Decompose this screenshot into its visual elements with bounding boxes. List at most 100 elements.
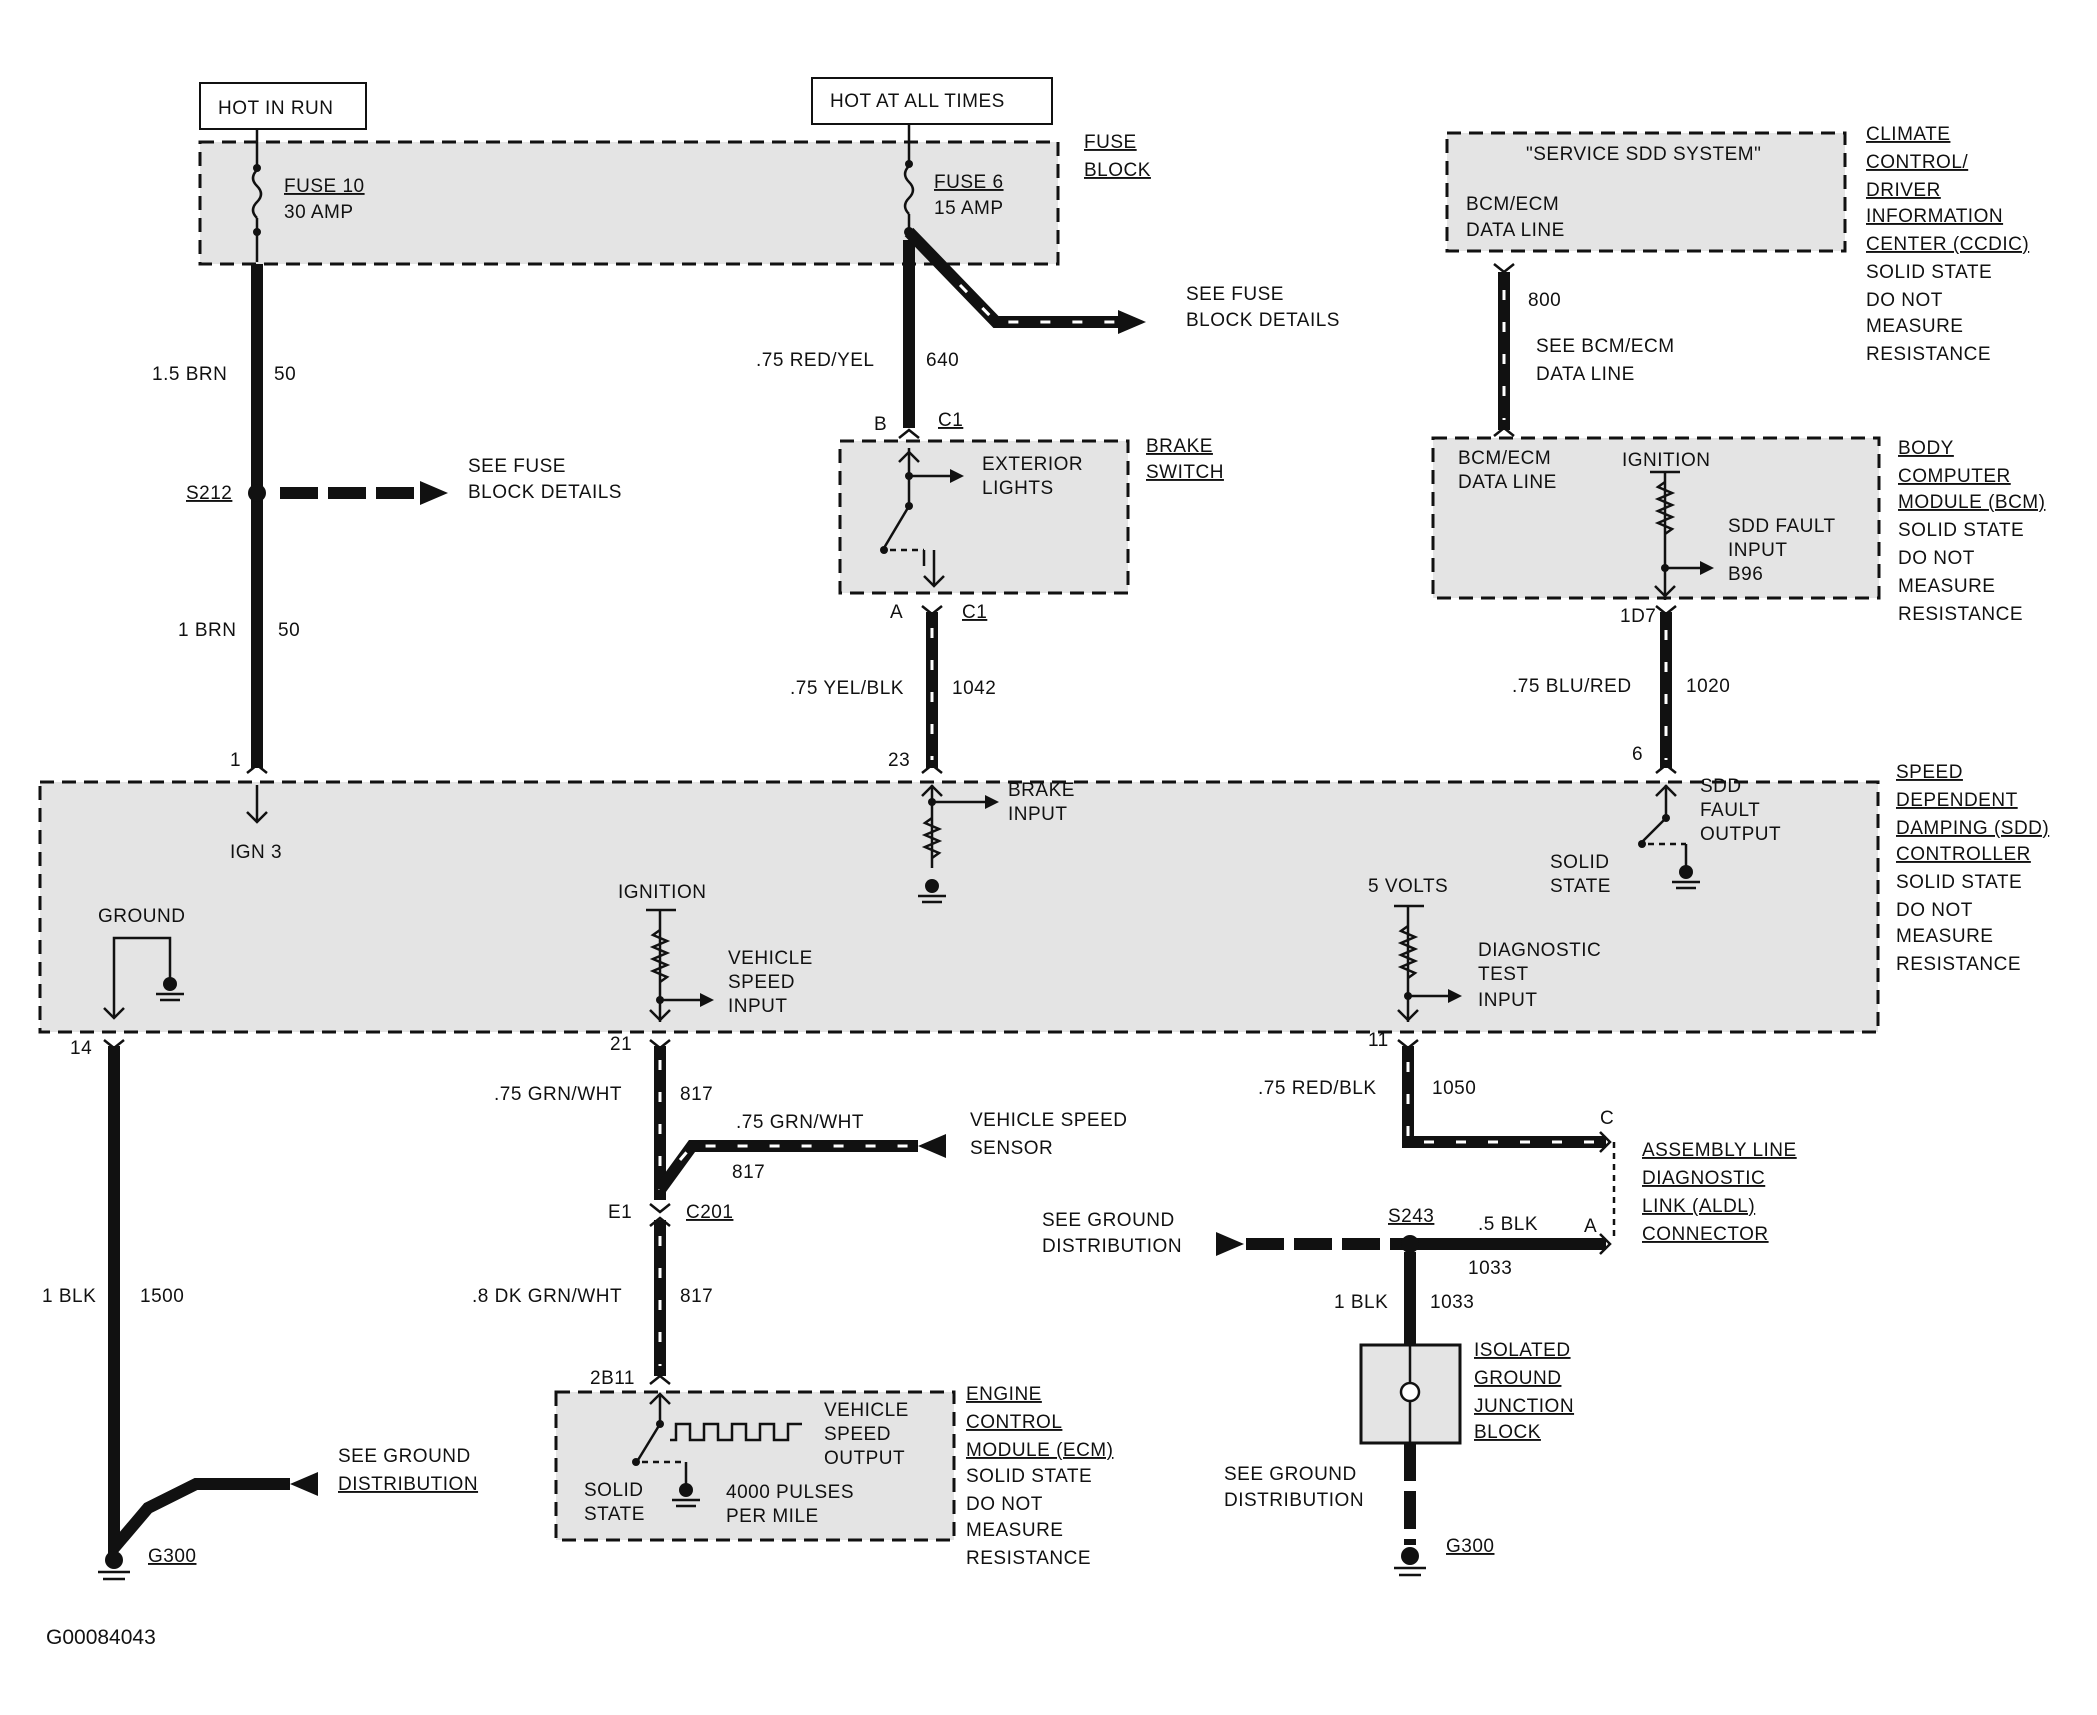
ground-ref-a-arrow <box>290 1472 318 1496</box>
ccdic-title-2: CONTROL/ <box>1866 152 1968 173</box>
c201-connector-top <box>649 1203 671 1214</box>
brake-switch-out-arrow <box>923 575 945 588</box>
ign3-label: IGN 3 <box>230 842 282 863</box>
brake-ext-node <box>905 472 913 480</box>
ref-gnd-c-2: DISTRIBUTION <box>1224 1490 1364 1511</box>
sdd-ground-trace <box>112 936 172 1018</box>
aldl-title-4: CONNECTOR <box>1642 1224 1769 1245</box>
wire-817-gauge-c: .8 DK GRN/WHT <box>472 1286 622 1307</box>
wire-50-circuit-lower: 50 <box>278 620 300 641</box>
bcm-title-2: COMPUTER <box>1898 466 2011 487</box>
brake-input-arrow-up <box>921 784 943 797</box>
fuse6-branch-stripe <box>958 283 1118 324</box>
ecm-switch-blade <box>636 1423 662 1461</box>
ccdic-note-2: DO NOT <box>1866 290 1943 311</box>
bcm-fault-resistor <box>1654 480 1676 536</box>
igjb-title-2: GROUND <box>1474 1368 1561 1389</box>
ecm-note-2: DO NOT <box>966 1494 1043 1515</box>
brake-input-label-1: BRAKE <box>1008 780 1075 801</box>
pin-21-label: 21 <box>610 1034 632 1055</box>
sdd-ignition-label: IGNITION <box>618 882 706 903</box>
pin-1-label: 1 <box>230 750 241 771</box>
bcm-title-1: BODY <box>1898 438 1954 459</box>
ref-fuse-details-a-1: SEE FUSE <box>468 456 566 477</box>
ecm-pulse-waveform <box>670 1422 802 1442</box>
brake-input-resistor <box>921 816 943 860</box>
sdd-vss-tap-arrow <box>700 993 714 1007</box>
sdd-vss-1: VEHICLE <box>728 948 813 969</box>
wire-817-circuit-c: 817 <box>680 1286 713 1307</box>
bcm-note-2: DO NOT <box>1898 548 1975 569</box>
sdd-ground-dot <box>163 977 177 991</box>
wire-640-circuit: 640 <box>926 350 959 371</box>
splice-s243-label: S243 <box>1388 1206 1434 1227</box>
sdd-vss-arrow-down <box>649 1009 671 1022</box>
sdd-fault-label-3: OUTPUT <box>1700 824 1781 845</box>
pin-1-connector <box>246 763 268 774</box>
sdd-diag-1: DIAGNOSTIC <box>1478 940 1601 961</box>
fuse6-terminal <box>905 160 913 168</box>
wire-1020-gauge: .75 BLU/RED <box>1512 676 1632 697</box>
ref-vss-2: SENSOR <box>970 1138 1053 1159</box>
ecm-title-1: ENGINE <box>966 1384 1042 1405</box>
wire-1033-gauge-a: .5 BLK <box>1478 1214 1538 1235</box>
pin-6-connector <box>1655 763 1677 774</box>
splice-s212-label: S212 <box>186 483 232 504</box>
sdd-note-1: SOLID STATE <box>1896 872 2022 893</box>
ref-fuse-details-a-2: BLOCK DETAILS <box>468 482 622 503</box>
fuse10-terminal <box>253 164 261 172</box>
sdd-fault-label-1: SDD <box>1700 776 1742 797</box>
fuse6-symbol <box>903 165 915 215</box>
ecm-solid-2: STATE <box>584 1504 645 1525</box>
brake-switch-title-2: SWITCH <box>1146 462 1224 483</box>
brake-input-ground-dot <box>925 879 939 893</box>
igjb-terminal <box>1399 1381 1421 1403</box>
sdd-vss-resistor <box>649 928 671 984</box>
pin-23-connector <box>921 763 943 774</box>
ecm-out-arrow <box>649 1392 671 1405</box>
brake-conn-c1-top: C1 <box>938 410 963 431</box>
brake-pin-b-connector <box>898 428 920 439</box>
brake-switch-title-1: BRAKE <box>1146 436 1213 457</box>
igjb-title-1: ISOLATED <box>1474 1340 1571 1361</box>
ecm-switch-contact <box>632 1458 640 1466</box>
ref-fuse-details-b-1: SEE FUSE <box>1186 284 1284 305</box>
sdd-solid-1: SOLID <box>1550 852 1610 873</box>
pin-6-label: 6 <box>1632 744 1643 765</box>
wire-1050-circuit: 1050 <box>1432 1078 1476 1099</box>
fuse10-terminal-bottom <box>253 228 261 236</box>
wire-1050-stripe <box>1406 1062 1600 1144</box>
fuse-block-title-2: BLOCK <box>1084 160 1151 181</box>
sdd-note-4: RESISTANCE <box>1896 954 2021 975</box>
wire-50-circuit-upper: 50 <box>274 364 296 385</box>
splice-s212-dot <box>248 484 266 502</box>
ccdic-note-3: MEASURE <box>1866 316 1963 337</box>
pin-11-label: 11 <box>1368 1030 1389 1051</box>
bcm-top-connector <box>1493 426 1515 437</box>
brake-ext-arrow-up <box>898 450 920 463</box>
sdd-fault-arrow <box>1655 784 1677 797</box>
ecm-pulses-2: PER MILE <box>726 1506 819 1527</box>
ref-bcm-dataline-2: DATA LINE <box>1536 364 1635 385</box>
sdd-fault-contact <box>1638 840 1646 848</box>
bcm-box <box>1431 436 1881 600</box>
wire-817-gauge-b: .75 GRN/WHT <box>736 1112 864 1133</box>
ccdic-title-4: INFORMATION <box>1866 206 2003 227</box>
ref-vss-1: VEHICLE SPEED <box>970 1110 1128 1131</box>
ecm-solid-1: SOLID <box>584 1480 644 1501</box>
ccdic-note-1: SOLID STATE <box>1866 262 1992 283</box>
fuse6-name: FUSE 6 <box>934 172 1004 193</box>
conn-c201-label: C201 <box>686 1202 733 1223</box>
g300b-label: G300 <box>1446 1536 1494 1557</box>
pin-1d7-label: 1D7 <box>1620 606 1656 627</box>
aldl-pin-a-connector <box>1599 1233 1612 1255</box>
sdd-title-2: DEPENDENT <box>1896 790 2018 811</box>
wire-1050-gauge: .75 RED/BLK <box>1258 1078 1377 1099</box>
wire-1050 <box>1402 1046 1606 1148</box>
bcm-ignition-label: IGNITION <box>1622 450 1710 471</box>
wire-50-gauge-lower: 1 BRN <box>178 620 236 641</box>
ccdic-note-4: RESISTANCE <box>1866 344 1991 365</box>
wire-640-gauge: .75 RED/YEL <box>756 350 875 371</box>
ccdic-message: "SERVICE SDD SYSTEM" <box>1526 144 1761 165</box>
wire-1500 <box>108 1046 290 1565</box>
